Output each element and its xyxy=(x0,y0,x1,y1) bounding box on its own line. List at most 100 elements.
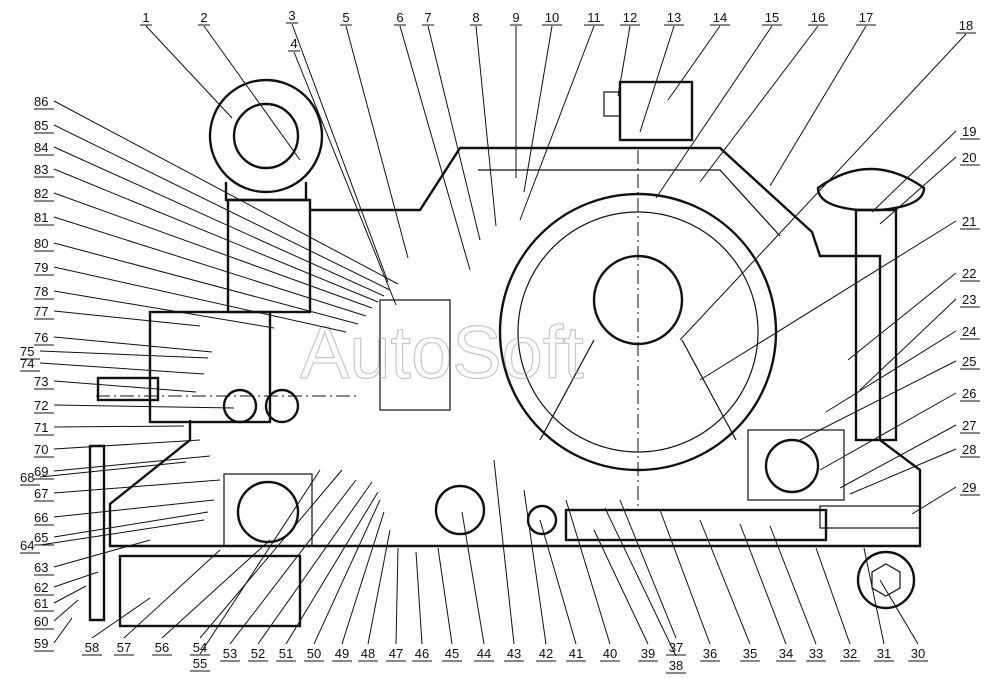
leader-line-16 xyxy=(699,25,819,183)
leader-line-45 xyxy=(437,547,453,645)
callout-15: 15 xyxy=(765,10,779,25)
callout-36: 36 xyxy=(703,646,717,661)
leader-line-32 xyxy=(815,547,851,645)
callout-27: 27 xyxy=(962,418,976,433)
leader-line-79 xyxy=(53,266,347,333)
base-hub xyxy=(118,554,302,628)
leader-line-86 xyxy=(53,100,399,285)
callout-8: 8 xyxy=(472,10,479,25)
leader-line-85 xyxy=(53,124,391,291)
leader-line-72 xyxy=(53,404,235,409)
callout-18: 18 xyxy=(959,18,973,33)
leader-line-41 xyxy=(539,519,577,645)
callout-31: 31 xyxy=(877,646,891,661)
callout-47: 47 xyxy=(389,646,403,661)
pinion-block xyxy=(379,299,451,411)
callout-9: 9 xyxy=(512,10,519,25)
callout-64: 64 xyxy=(20,538,34,553)
callout-66: 66 xyxy=(34,510,48,525)
leader-line-60 xyxy=(53,599,79,622)
leader-line-66 xyxy=(53,499,215,518)
callout-7: 7 xyxy=(424,10,431,25)
callout-81: 81 xyxy=(34,210,48,225)
leader-line-7 xyxy=(427,25,481,241)
leader-line-82 xyxy=(53,192,373,309)
leader-line-34 xyxy=(739,523,787,645)
leader-line-28 xyxy=(849,448,957,495)
leader-line-52 xyxy=(257,481,373,645)
callout-39: 39 xyxy=(641,646,655,661)
small-ball xyxy=(526,504,558,536)
right-bearing-ball xyxy=(764,438,820,494)
leader-line-71 xyxy=(53,425,185,428)
callout-25: 25 xyxy=(962,354,976,369)
leader-line-48 xyxy=(367,529,391,645)
leader-line-36 xyxy=(659,509,711,645)
leader-line-2 xyxy=(203,25,301,161)
right-end-bolt xyxy=(819,505,921,529)
leader-line-61 xyxy=(53,585,87,604)
leader-line-47 xyxy=(395,547,399,645)
callout-20: 20 xyxy=(962,150,976,165)
callout-62: 62 xyxy=(34,580,48,595)
leader-line-65 xyxy=(53,511,209,538)
worm-wheel-spoke xyxy=(539,339,737,441)
leader-line-78 xyxy=(53,290,275,329)
leader-line-76 xyxy=(53,336,213,353)
leader-line-26 xyxy=(819,392,957,471)
leader-line-55 xyxy=(199,469,321,655)
callout-77: 77 xyxy=(34,304,48,319)
callout-37: 37 xyxy=(669,640,683,655)
leader-line-75 xyxy=(39,350,209,359)
callout-46: 46 xyxy=(415,646,429,661)
left-lower-race xyxy=(223,473,313,547)
callout-10: 10 xyxy=(545,10,559,25)
callout-58: 58 xyxy=(85,640,99,655)
leader-line-77 xyxy=(53,310,201,327)
leader-line-17 xyxy=(769,25,867,187)
callout-33: 33 xyxy=(809,646,823,661)
leader-line-22 xyxy=(847,272,957,361)
leader-line-84 xyxy=(53,146,385,297)
callout-85: 85 xyxy=(34,118,48,133)
callout-70: 70 xyxy=(34,442,48,457)
leader-line-46 xyxy=(415,551,423,645)
callout-69: 69 xyxy=(34,464,48,479)
leader-line-56 xyxy=(161,539,271,639)
callout-42: 42 xyxy=(539,646,553,661)
leader-line-11 xyxy=(519,25,595,221)
callout-57: 57 xyxy=(117,640,131,655)
callout-41: 41 xyxy=(569,646,583,661)
leader-line-83 xyxy=(53,168,379,303)
leader-line-24 xyxy=(825,330,957,413)
leader-line-59 xyxy=(53,617,73,644)
callout-75: 75 xyxy=(20,344,34,359)
leader-line-8 xyxy=(475,25,497,227)
callout-34: 34 xyxy=(779,646,793,661)
callout-78: 78 xyxy=(34,284,48,299)
callout-68: 68 xyxy=(20,470,34,485)
leader-line-10 xyxy=(523,25,553,193)
callout-79: 79 xyxy=(34,260,48,275)
callout-23: 23 xyxy=(962,292,976,307)
callout-76: 76 xyxy=(34,330,48,345)
top-boss xyxy=(618,80,694,142)
callout-43: 43 xyxy=(507,646,521,661)
drain-plug-hex xyxy=(871,563,901,597)
leader-line-54 xyxy=(199,469,343,639)
callout-52: 52 xyxy=(251,646,265,661)
callout-32: 32 xyxy=(843,646,857,661)
leader-line-29 xyxy=(911,486,957,515)
callout-59: 59 xyxy=(34,636,48,651)
callout-84: 84 xyxy=(34,140,48,155)
leader-line-50 xyxy=(313,499,381,645)
leader-line-35 xyxy=(699,519,751,645)
leader-line-14 xyxy=(667,25,721,101)
watermark: AutoSoft xyxy=(300,311,584,394)
callout-56: 56 xyxy=(155,640,169,655)
leader-line-31 xyxy=(863,547,885,645)
left-upper-ball-2 xyxy=(264,388,300,424)
leader-line-74 xyxy=(39,362,205,375)
